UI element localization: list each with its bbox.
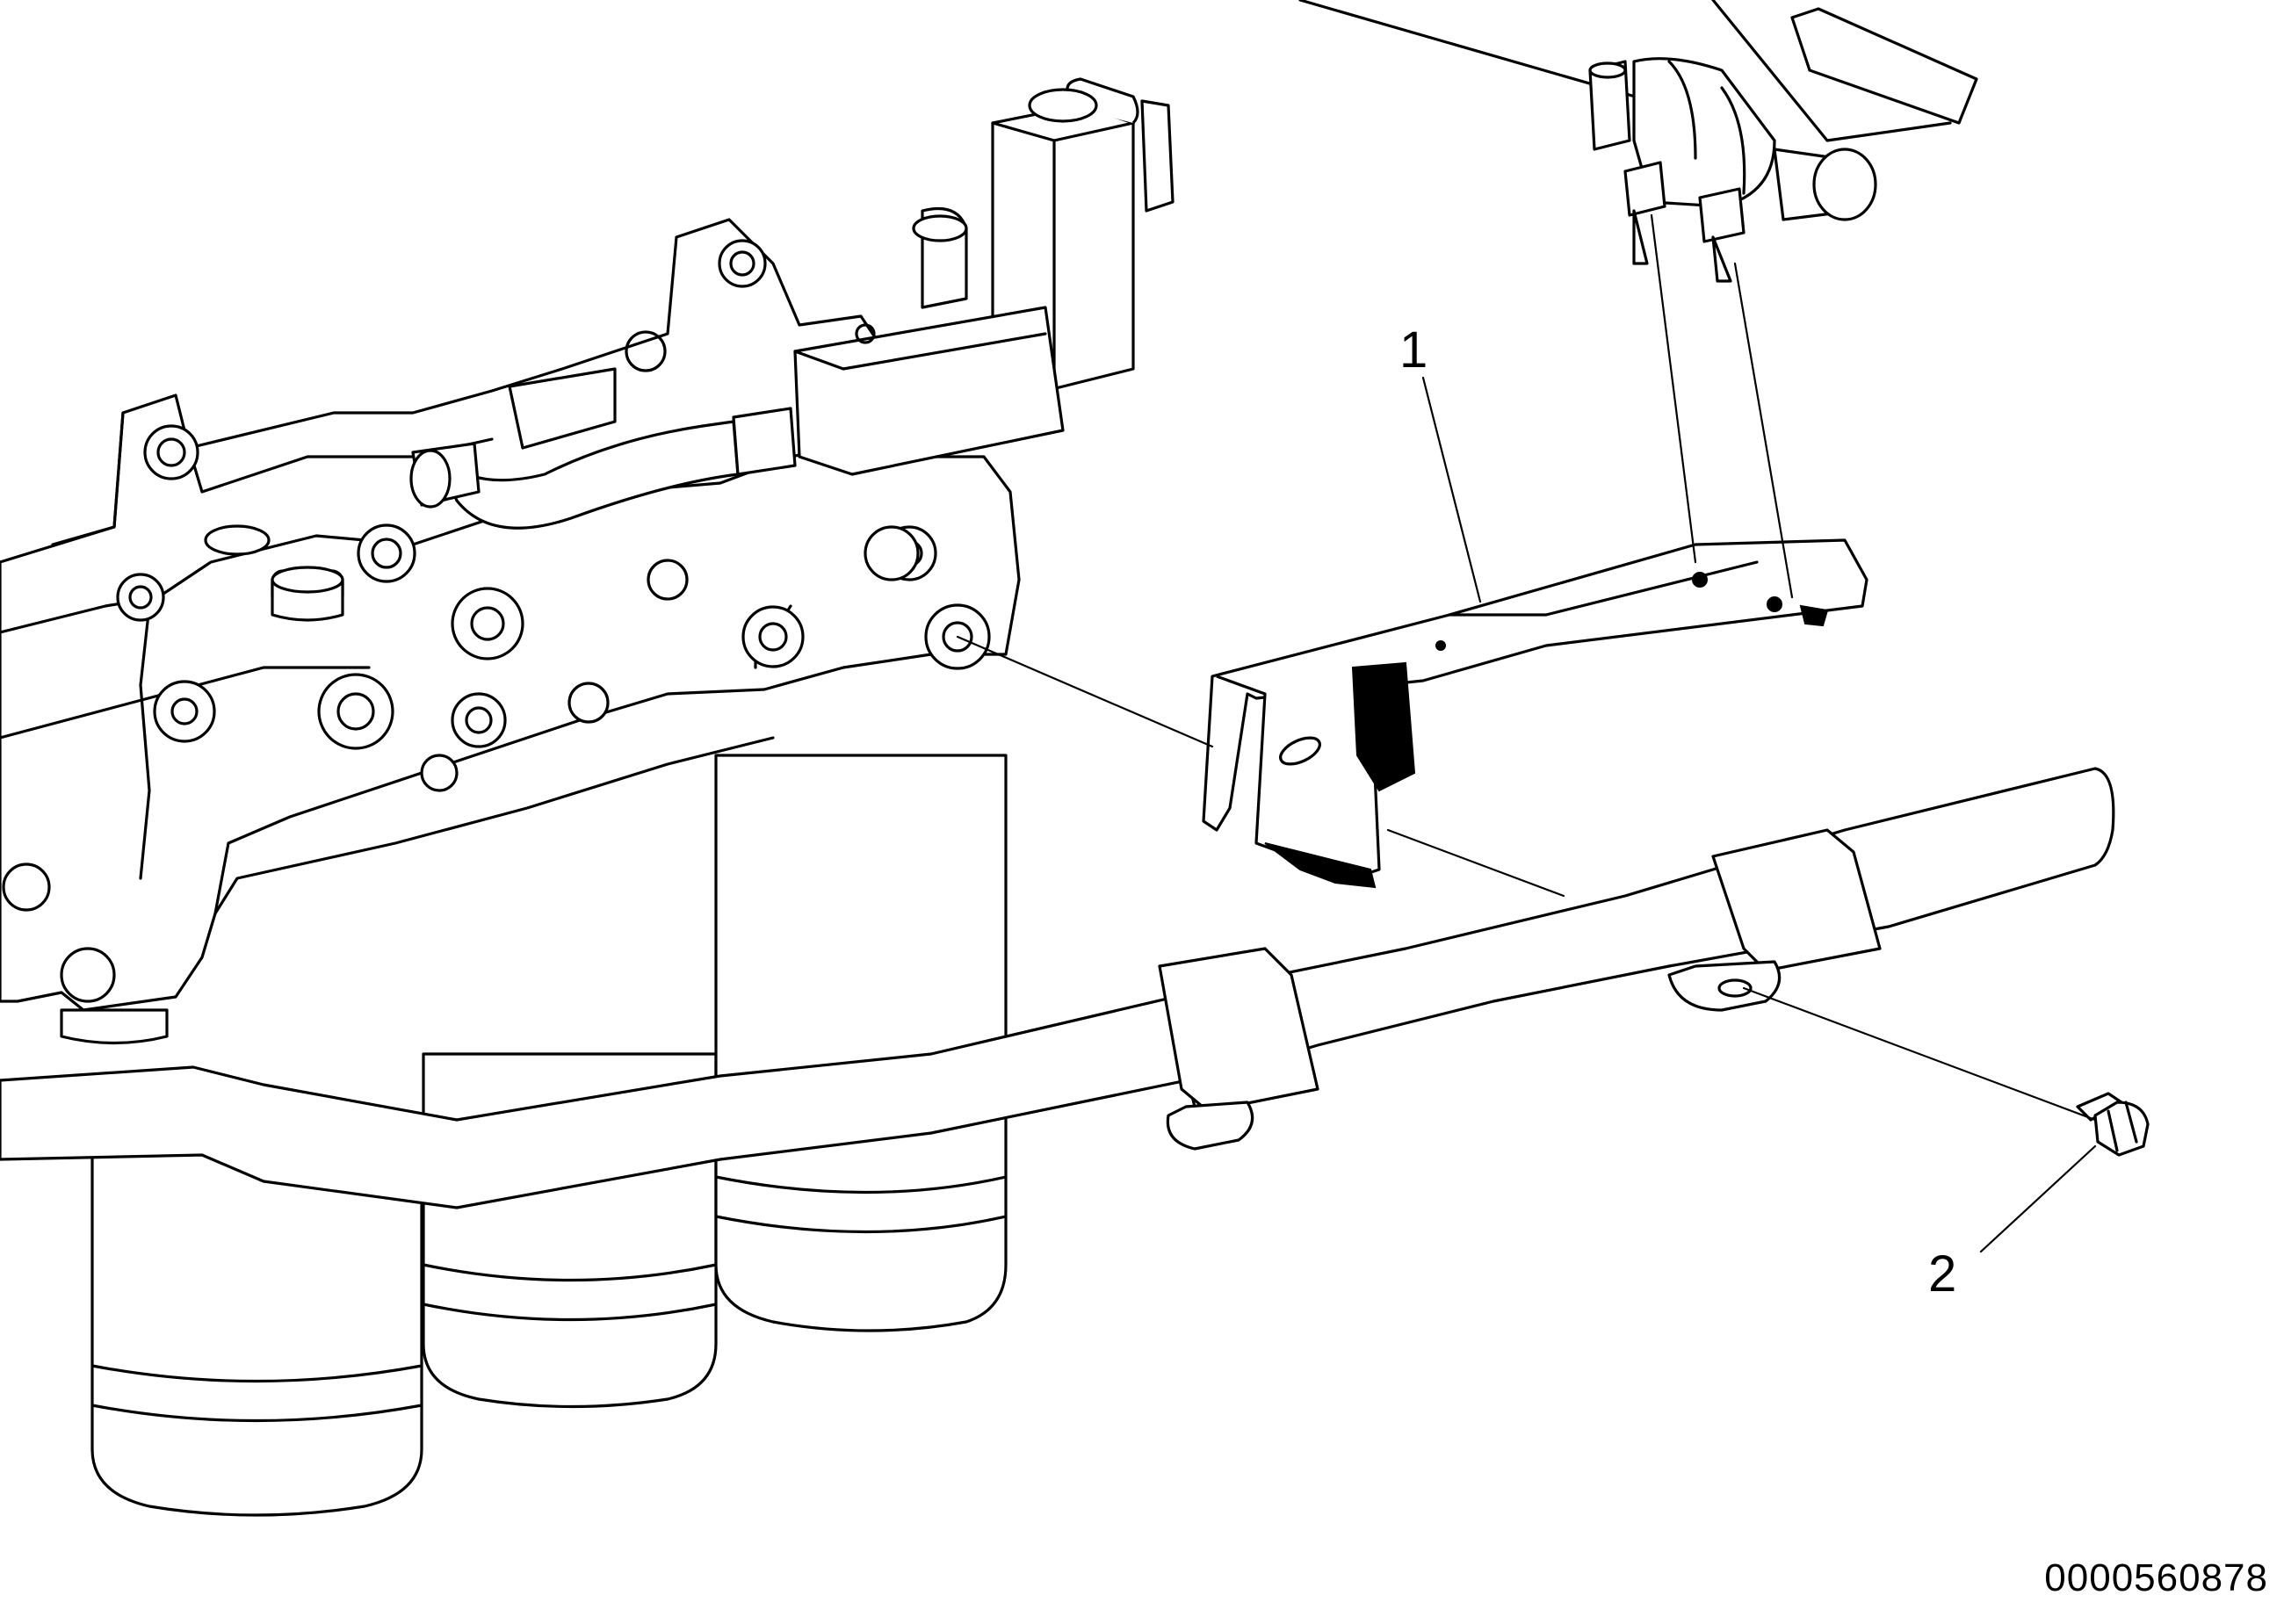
callout-1: 1 <box>1399 321 1482 603</box>
filter-canister-left <box>90 1140 423 1517</box>
bracket <box>1202 538 1868 889</box>
figure-id: 0000560878 <box>2044 1556 2268 1599</box>
pipe-clamp-right <box>1667 828 1882 1012</box>
callout-label-1: 1 <box>1399 321 1428 379</box>
bolt <box>2076 1092 2150 1157</box>
upper-right-fitting <box>1298 0 1978 283</box>
callout-label-2: 2 <box>1928 1245 1956 1303</box>
solenoid-valve <box>508 77 1175 476</box>
pipe-clamp-left <box>1158 947 1319 1151</box>
return-pipe <box>0 767 2115 1209</box>
filter-canister-right <box>714 754 1008 1332</box>
callout-2: 2 <box>1928 1144 2097 1303</box>
assembly-lines <box>956 213 2097 1122</box>
hose-line <box>409 407 797 530</box>
